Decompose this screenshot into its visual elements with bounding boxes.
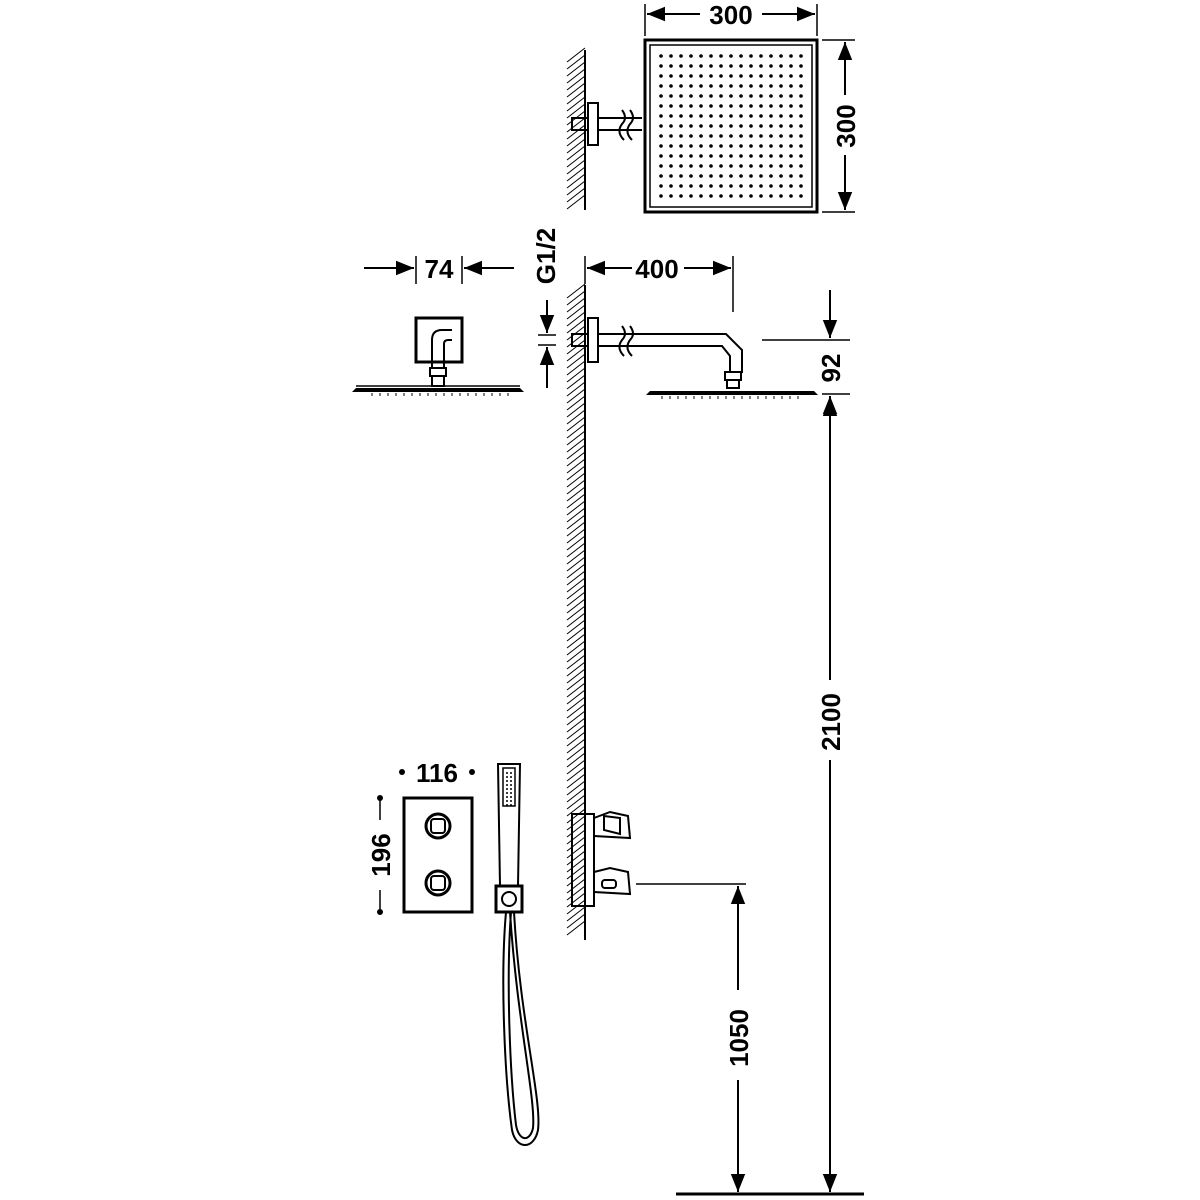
arm-break-symbol [618, 109, 626, 141]
dimension-arm-length: 400 [584, 254, 734, 312]
arm-flange [587, 317, 599, 363]
dimension-thread: G1/2 [531, 228, 561, 388]
valve-plate [402, 796, 474, 914]
flow-knob [424, 869, 452, 897]
valve-side-profile [571, 810, 632, 907]
dimension-valve-height: 1050 [636, 883, 754, 1192]
connector-elbow [431, 329, 452, 368]
valve-width-label: 116 [416, 758, 458, 788]
hand-shower-holder [494, 884, 524, 914]
hand-shower-handle [496, 763, 522, 887]
shower-head-side [646, 391, 818, 399]
dimension-valve-plate-height: 196 [366, 795, 396, 915]
wall-side-view [566, 283, 586, 940]
front-view-connector: 74 [352, 254, 524, 396]
hand-shower [494, 763, 540, 1146]
wall-connector [571, 117, 589, 131]
valve-plate-height-label: 196 [366, 833, 396, 876]
shower-hose [502, 911, 540, 1146]
square-shower-head [643, 38, 819, 214]
wall-top-view [566, 47, 586, 210]
dimension-valve-width: 116 [399, 758, 475, 788]
head-width-label: 300 [709, 0, 752, 30]
thread-label: G1/2 [531, 228, 561, 284]
valve-front-view: 116 196 [366, 758, 475, 915]
wall-flange [587, 102, 599, 146]
dimension-connector-width: 74 [364, 254, 514, 284]
valve-height-floor-label: 1050 [724, 1009, 754, 1067]
head-height-label: 2100 [816, 693, 846, 751]
head-drop-label: 92 [816, 354, 846, 383]
top-view: 300 300 [566, 0, 861, 214]
dimension-head-width: 300 [644, 0, 818, 36]
temperature-knob [424, 812, 452, 840]
connector-plate [414, 316, 464, 364]
dimension-head-drop: 92 [762, 290, 850, 440]
shower-arm-side [598, 333, 743, 373]
head-depth-label: 300 [831, 104, 861, 147]
dimension-head-depth: 300 [822, 39, 861, 213]
side-view: G1/2 400 [531, 228, 864, 1196]
shower-head-side-small [352, 385, 524, 396]
dimension-head-height: 2100 [816, 398, 846, 1192]
connector-width-label: 74 [425, 254, 454, 284]
arm-length-label: 400 [635, 254, 678, 284]
